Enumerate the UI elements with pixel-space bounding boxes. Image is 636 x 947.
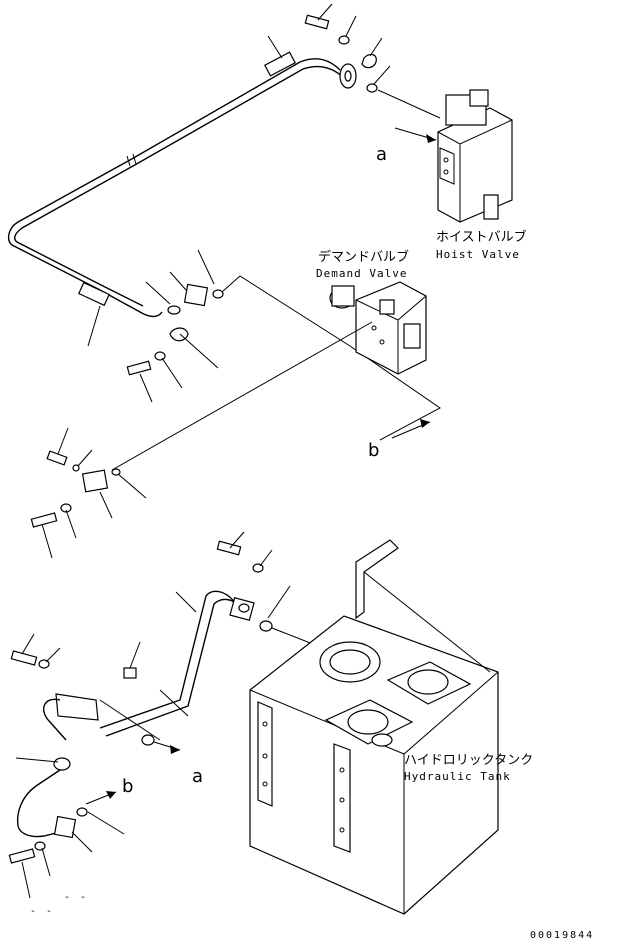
- demand-valve: [329, 281, 427, 375]
- lower-tank-tube: [99, 531, 273, 737]
- demand-valve-label-jp: デマンドバルブ: [318, 249, 409, 265]
- hydraulic-tank-label-jp: ハイドロリックタンク: [404, 753, 533, 768]
- ref-a-bottom: a: [192, 766, 203, 787]
- demand-valve-label-en: Demand Valve: [316, 267, 407, 280]
- hydraulic-tank-label-en: Hydraulic Tank: [404, 770, 511, 783]
- hoist-valve-label-en: Hoist Valve: [436, 248, 520, 261]
- ref-b-bottom: b: [122, 776, 133, 797]
- footer-dash-left: - -: [30, 906, 54, 917]
- small-block-hardware: [30, 427, 147, 559]
- hoist-valve-label-jp: ホイストバルブ: [436, 229, 527, 245]
- hydraulic-tank: [249, 539, 499, 915]
- ref-a-top: a: [376, 144, 387, 165]
- mid-flange-hardware: [87, 249, 224, 403]
- drawing-code: 00019844: [530, 930, 594, 941]
- top-flange-hardware: [267, 3, 391, 93]
- lower-left-hardware: [8, 633, 189, 899]
- footer-dash-mid: - -: [64, 892, 88, 903]
- upper-hoist-tube: [7, 51, 345, 318]
- hoist-valve: [437, 89, 513, 223]
- ref-b-mid: b: [368, 440, 379, 461]
